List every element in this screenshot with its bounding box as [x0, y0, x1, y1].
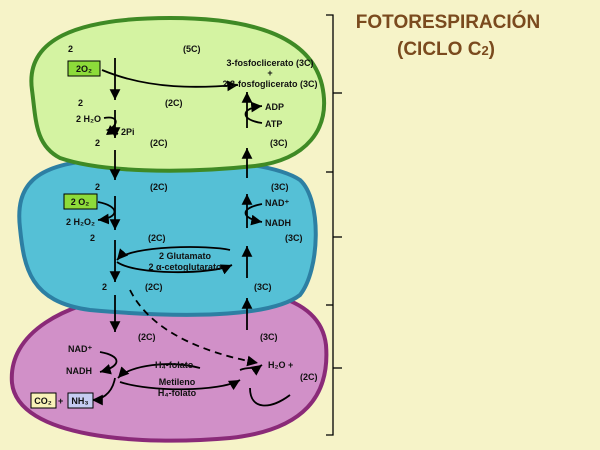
mit-two-c-right: (2C) — [300, 372, 318, 382]
chl-three-c: (3C) — [270, 138, 288, 148]
per-three-c-a: (3C) — [271, 182, 289, 192]
mit-two-c: (2C) — [138, 332, 156, 342]
diagram-title-line2: (CICLO C2) — [397, 39, 495, 60]
per-n2-b: 2 — [90, 233, 95, 243]
per-two-c-c: (2C) — [145, 282, 163, 292]
per-three-c-b: (3C) — [285, 233, 303, 243]
chl-plus: + — [267, 68, 272, 78]
per-o2-box — [63, 193, 98, 210]
chl-two-c-a: (2C) — [165, 98, 183, 108]
mit-nh3-box — [67, 392, 94, 409]
arrow-mito-loop — [249, 387, 291, 407]
mit-three-c: (3C) — [260, 332, 278, 342]
per-n2-c: 2 — [102, 282, 107, 292]
arrow-mito-nad — [99, 351, 118, 375]
chl-n2-mid: 2 — [78, 98, 83, 108]
chloroplast-shape — [29, 15, 326, 173]
arrow-o2-h2o2 — [97, 201, 116, 225]
mit-co2-label: CO₂ — [34, 396, 52, 406]
chl-fosfo2: 2 3-fosfoglicerato (3C) — [222, 79, 317, 89]
per-two-c-a: (2C) — [150, 182, 168, 192]
diagram-title-line1: FOTORESPIRACIÓN — [356, 11, 540, 33]
arrow-glu-cycle-top — [116, 246, 231, 261]
chl-o2-box — [67, 60, 101, 77]
chl-n2-low: 2 — [95, 138, 100, 148]
mit-nh3-label: NH₃ — [71, 396, 88, 406]
right-bracket — [326, 14, 342, 436]
chl-h2o: 2 H₂O — [76, 114, 101, 124]
arrow-folato-top — [117, 363, 201, 379]
arrow-folato-right — [239, 364, 263, 376]
mit-nad: NAD⁺ — [68, 344, 92, 354]
per-n2-a: 2 — [95, 182, 100, 192]
mit-metileno1: Metileno — [159, 377, 196, 387]
chl-five-c: (5C) — [183, 44, 201, 54]
mit-plus: + — [58, 396, 63, 406]
per-glutamato: 2 Glutamato — [159, 251, 212, 261]
per-cetoglutarato: 2 α-cetoglutarato — [148, 262, 222, 272]
mit-h2o: H₂O + — [268, 360, 293, 370]
arrow-folato-bottom — [119, 379, 241, 391]
arrow-to-co2 — [91, 377, 116, 406]
mit-co2-box — [30, 392, 57, 409]
arrow-o2-fosfo — [101, 69, 239, 92]
per-nad: NAD⁺ — [265, 198, 289, 208]
per-two-c-b: (2C) — [148, 233, 166, 243]
chl-n2-top: 2 — [68, 44, 73, 54]
mit-metileno2: H₄-folato — [158, 388, 197, 398]
mit-h4folato: H₄-folato — [155, 360, 194, 370]
chl-pi: 2Pi — [121, 127, 135, 137]
per-nadh: NADH — [265, 218, 291, 228]
chl-fosfo1: 3-fosfoclicerato (3C) — [226, 58, 313, 68]
arrow-h2o-pi — [103, 116, 119, 136]
arrow-atp-adp — [244, 101, 263, 124]
per-o2-label: 2 O₂ — [71, 197, 90, 207]
chl-o2-label: 2O₂ — [76, 64, 92, 74]
arrow-dashed-transfer — [129, 289, 259, 367]
chl-adp: ADP — [265, 102, 284, 112]
arrow-glu-cycle-bottom — [116, 261, 233, 275]
per-h2o2: 2 H₂O₂ — [66, 217, 95, 227]
mit-nadh: NADH — [66, 366, 92, 376]
chl-atp: ATP — [265, 119, 282, 129]
per-three-c-c: (3C) — [254, 282, 272, 292]
arrow-nad-nadh — [244, 203, 263, 226]
pathway-arrows — [91, 58, 291, 407]
chl-two-c-b: (2C) — [150, 138, 168, 148]
